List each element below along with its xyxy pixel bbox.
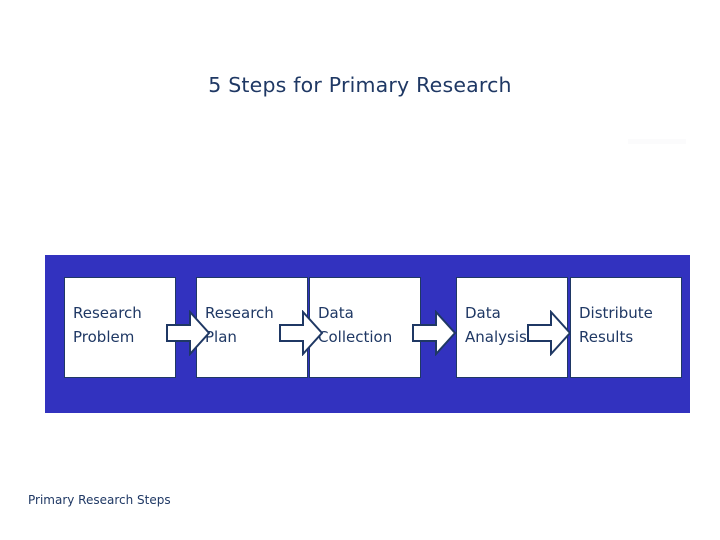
slide-footer-label: Primary Research Steps <box>28 493 171 507</box>
right-arrow-icon-3 <box>412 310 456 356</box>
right-arrow-icon-4 <box>527 310 571 356</box>
faint-artifact <box>628 139 686 144</box>
process-step-label-3: Data Collection <box>318 304 393 346</box>
process-step-label-5: Distribute Results <box>579 304 653 346</box>
process-step-box-3[interactable]: Data Collection <box>309 277 421 378</box>
process-step-label-4: Data Analysis <box>465 304 527 346</box>
right-arrow-icon-2 <box>279 310 323 356</box>
right-arrow-icon-1 <box>166 310 210 356</box>
page-title: 5 Steps for Primary Research <box>208 73 512 97</box>
process-step-box-1[interactable]: Research Problem <box>64 277 176 378</box>
process-step-box-5[interactable]: Distribute Results <box>570 277 682 378</box>
process-step-label-2: Research Plan <box>205 304 274 346</box>
process-step-label-1: Research Problem <box>73 304 142 346</box>
